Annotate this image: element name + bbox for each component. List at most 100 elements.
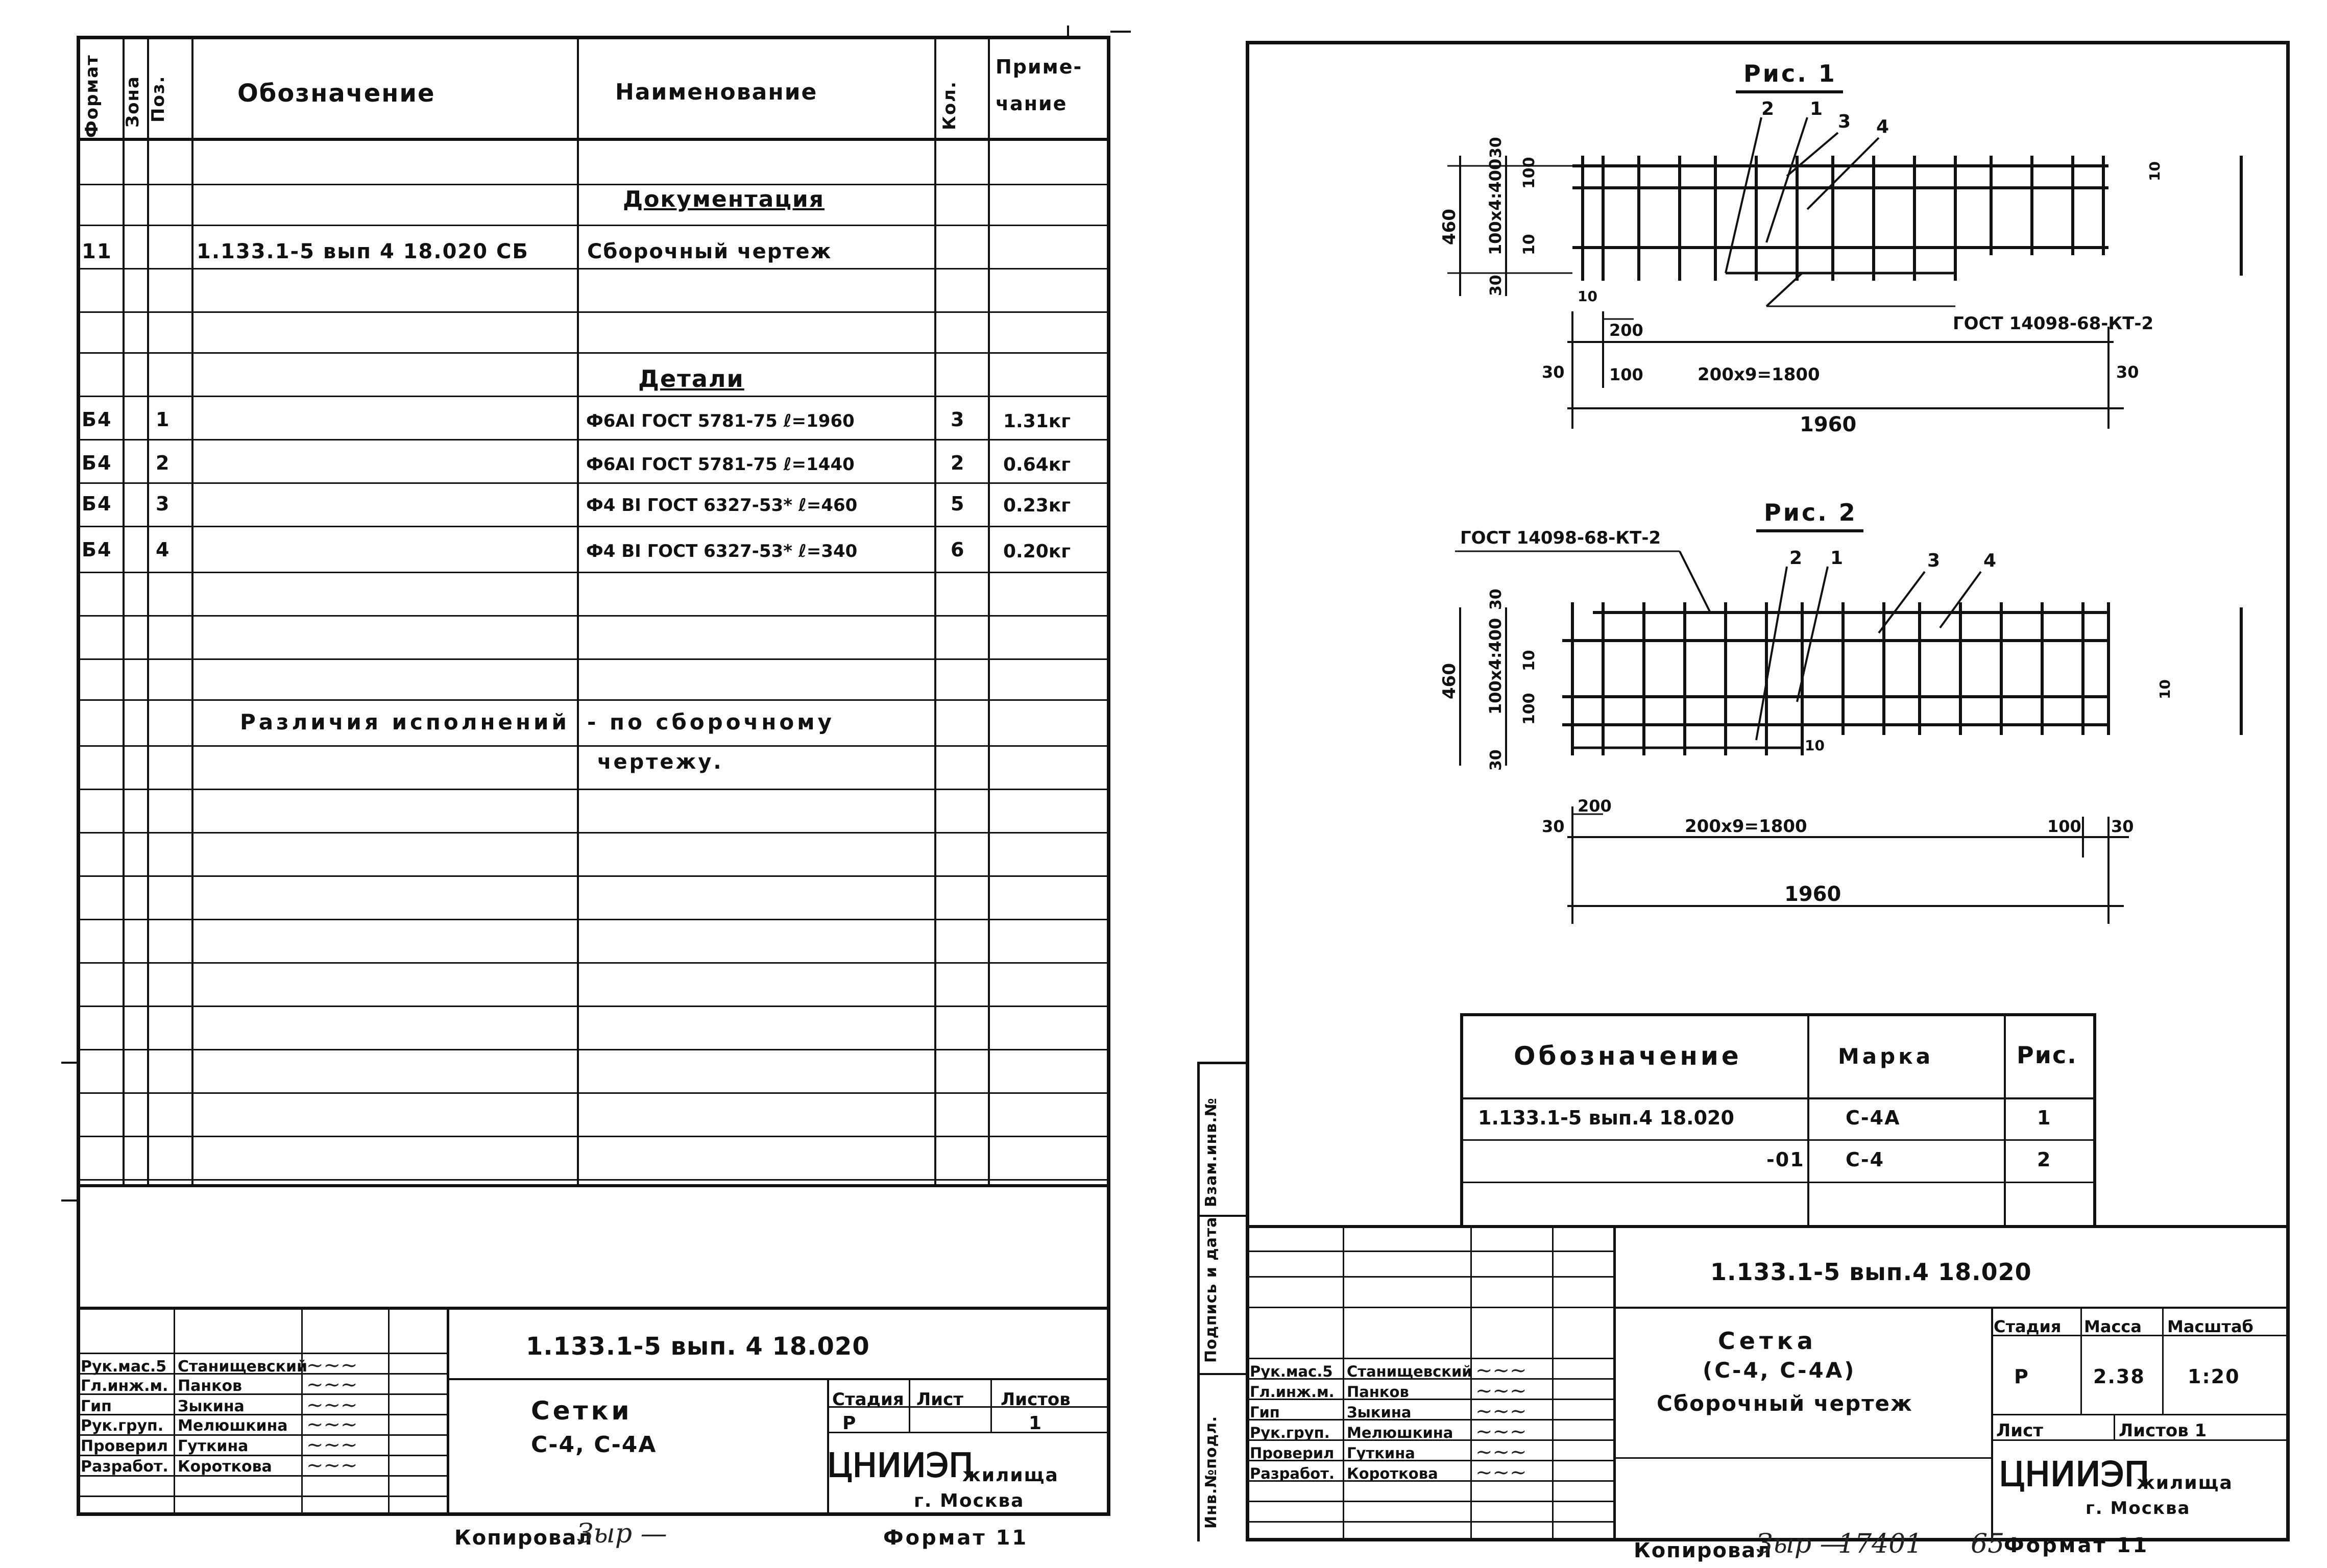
dim-ten: 10 bbox=[1520, 650, 1538, 671]
mass-value: 2.38 bbox=[2093, 1365, 2145, 1388]
sheet-label: Лист bbox=[1996, 1420, 2043, 1441]
marks-header: Рис. bbox=[2017, 1041, 2077, 1069]
grid-line bbox=[2080, 1307, 2082, 1414]
grid-line bbox=[77, 1049, 1110, 1050]
grid-line bbox=[1246, 1062, 1248, 1541]
person-name: Станищевский bbox=[1347, 1363, 1472, 1380]
grid-line bbox=[1613, 1457, 1991, 1459]
grid-line bbox=[1246, 1358, 1613, 1359]
row-heading-documentation: Документация bbox=[623, 186, 825, 212]
grid-line bbox=[77, 1455, 447, 1456]
grid-line bbox=[988, 38, 990, 1184]
row-note: 1.31кг bbox=[1003, 411, 1071, 432]
signature: ~~~ bbox=[1475, 1420, 1527, 1443]
drawing-title: Сетка bbox=[1718, 1327, 1817, 1355]
role-label: Разработ. bbox=[1250, 1465, 1335, 1482]
role-label: Разработ. bbox=[81, 1458, 168, 1476]
stage-label: Стадия bbox=[832, 1389, 904, 1410]
side-label: Взам.инв.№ bbox=[1202, 1097, 1220, 1207]
role-label: Рук.груп. bbox=[1250, 1424, 1330, 1441]
variants-note: - по сборочному bbox=[587, 709, 835, 734]
grid-line bbox=[77, 396, 1110, 397]
person-name: Мелюшкина bbox=[1347, 1424, 1453, 1441]
dim-ten: 10 bbox=[2146, 161, 2163, 181]
grid-line bbox=[77, 1179, 1110, 1181]
grid-line bbox=[1460, 1139, 2093, 1141]
role-label: Гл.инж.м. bbox=[81, 1377, 168, 1395]
grid-line bbox=[77, 1307, 1110, 1310]
mass-label: Масса bbox=[2084, 1317, 2142, 1336]
grid-line bbox=[1613, 1307, 2290, 1309]
header-qty: Кол. bbox=[939, 81, 960, 130]
row-note: 0.64кг bbox=[1003, 454, 1071, 475]
row-designation: 1.133.1-5 вып 4 18.020 СБ bbox=[197, 240, 529, 263]
grid-line bbox=[1246, 1251, 1613, 1252]
person-name: Станищевский bbox=[178, 1358, 308, 1376]
callout: 3 bbox=[1838, 111, 1851, 132]
org-name: ЦНИИЭП bbox=[1998, 1454, 2150, 1494]
header-note: Приме- чание bbox=[996, 56, 1083, 115]
row-name: Ф6АI ГОСТ 5781-75 ℓ=1960 bbox=[586, 411, 855, 431]
dim-edge: 30 bbox=[1487, 275, 1505, 296]
grid-line bbox=[77, 1092, 1110, 1094]
fig2-title: Рис. 2 bbox=[1764, 499, 1857, 526]
grid-line bbox=[1197, 1062, 1200, 1541]
dim-edge: 30 bbox=[1542, 817, 1565, 836]
grid-line bbox=[77, 184, 1110, 185]
grid-line bbox=[77, 789, 1110, 790]
doc-code: 1.133.1-5 вып. 4 18.020 bbox=[526, 1332, 870, 1361]
sheets-value: 1 bbox=[1029, 1413, 1043, 1434]
callout: 2 bbox=[1789, 548, 1802, 569]
row-qty: 5 bbox=[951, 493, 965, 515]
signature: ~~~ bbox=[1475, 1359, 1527, 1382]
copied-by: Копировал bbox=[454, 1526, 593, 1550]
signature: ~~~ bbox=[1475, 1400, 1527, 1423]
grid-line bbox=[77, 1475, 447, 1477]
drawing-title: Сетки bbox=[531, 1396, 633, 1426]
format-label: Формат 11 bbox=[883, 1526, 1029, 1550]
grid-line bbox=[934, 38, 936, 1184]
row-format: Б4 bbox=[82, 408, 112, 431]
marks-cell: -01 bbox=[1766, 1148, 1805, 1171]
dim-length: 1960 bbox=[1800, 413, 1856, 436]
grid-line bbox=[447, 1378, 1110, 1380]
grid-line bbox=[1991, 1414, 2290, 1415]
grid-line bbox=[827, 1406, 1110, 1408]
signature: ~~~ bbox=[306, 1354, 358, 1377]
person-name: Короткова bbox=[178, 1458, 272, 1476]
grid-line bbox=[1613, 1225, 1616, 1541]
weld-note: ГОСТ 14098-68-КТ-2 bbox=[1460, 528, 1661, 548]
grid-line bbox=[2004, 1013, 2006, 1225]
grid-line bbox=[1197, 1215, 1246, 1217]
callout: 4 bbox=[1983, 550, 1996, 571]
sheet-label: Лист bbox=[916, 1389, 963, 1410]
grid-line bbox=[61, 1062, 77, 1064]
grid-line bbox=[77, 138, 1110, 141]
signature: ~~~ bbox=[1475, 1379, 1527, 1403]
marks-cell: 2 bbox=[2037, 1148, 2052, 1171]
marks-cell: С-4А bbox=[1846, 1107, 1901, 1129]
dim-span: 200х9=1800 bbox=[1685, 816, 1807, 837]
side-label: Подпись и дата bbox=[1202, 1216, 1220, 1363]
grid-line bbox=[174, 1307, 175, 1516]
grid-line bbox=[1460, 1013, 1463, 1225]
dim-small: 100 bbox=[1520, 157, 1538, 189]
grid-line bbox=[1991, 1439, 2290, 1441]
copy-number: 17401 bbox=[1838, 1529, 1923, 1559]
scale-value: 1:20 bbox=[2188, 1365, 2240, 1388]
grid-line bbox=[1246, 1399, 1613, 1400]
grid-line bbox=[1246, 1439, 1613, 1441]
variants-note: Различия исполнений bbox=[240, 709, 570, 734]
marks-cell: 1.133.1-5 вып.4 18.020 bbox=[1478, 1107, 1734, 1129]
row-pos: 1 bbox=[156, 408, 171, 431]
grid-line bbox=[1197, 1062, 1246, 1064]
page-number: 65 bbox=[1971, 1529, 2005, 1559]
row-name: Сборочный чертеж bbox=[587, 240, 832, 263]
dim-edge: 30 bbox=[2111, 817, 2134, 836]
grid-line bbox=[77, 352, 1110, 354]
grid-line bbox=[77, 1184, 1110, 1187]
person-name: Мелюшкина bbox=[178, 1417, 288, 1435]
person-name: Гуткина bbox=[1347, 1444, 1415, 1462]
header-format: Формат bbox=[82, 54, 102, 138]
role-label: Проверил bbox=[81, 1437, 168, 1455]
